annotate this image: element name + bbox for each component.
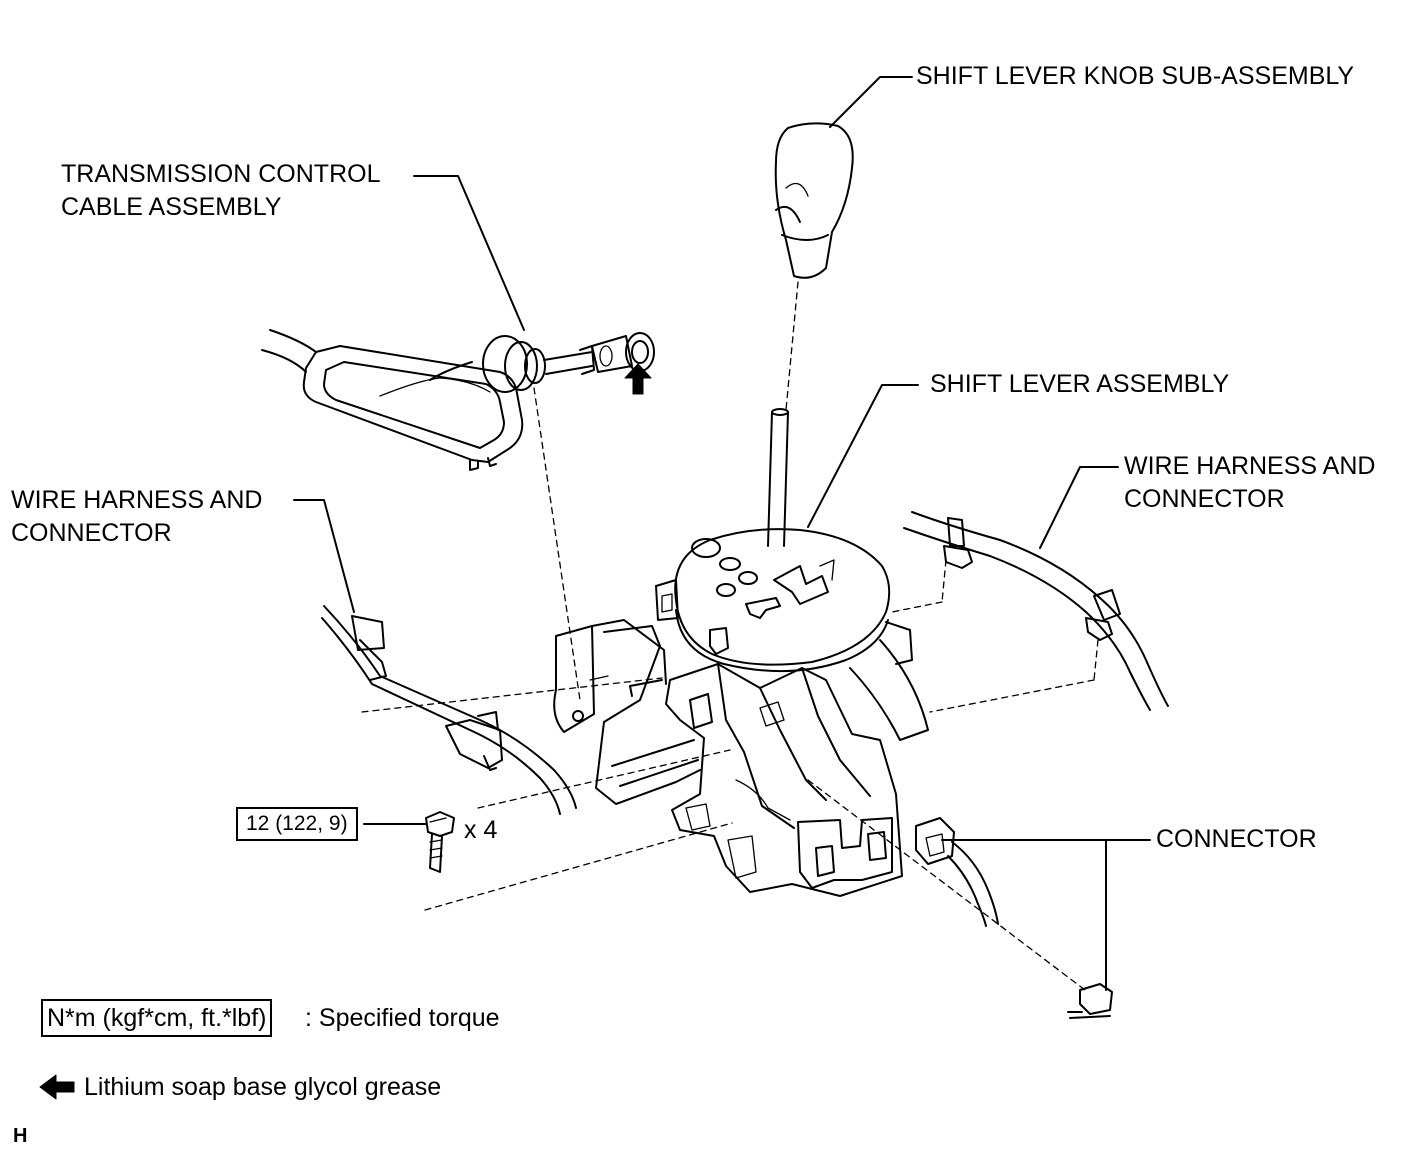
control-cable-drawing bbox=[261, 329, 655, 471]
legend-grease-desc: Lithium soap base glycol grease bbox=[84, 1073, 442, 1101]
label-connector: CONNECTOR bbox=[1156, 825, 1317, 853]
alignment-dashes bbox=[361, 281, 1099, 991]
label-knob: SHIFT LEVER KNOB SUB-ASSEMBLY bbox=[916, 62, 1355, 90]
bolt-quantity: x 4 bbox=[464, 816, 498, 844]
corner-mark: H bbox=[13, 1125, 28, 1147]
torque-value-box: 12 (122, 9) bbox=[236, 807, 358, 841]
label-shift-lever: SHIFT LEVER ASSEMBLY bbox=[930, 370, 1230, 398]
legend-grease-arrow-icon bbox=[39, 1074, 75, 1100]
leader-lines bbox=[293, 76, 1151, 991]
legend-torque-desc: : Specified torque bbox=[305, 1004, 500, 1032]
bolt-icon bbox=[425, 811, 455, 873]
label-harness-right: WIRE HARNESS AND CONNECTOR bbox=[1124, 452, 1376, 513]
connector-drawing bbox=[915, 817, 1113, 1019]
left-harness-drawing bbox=[321, 605, 577, 815]
right-harness-drawing bbox=[903, 511, 1169, 711]
legend-torque-unit-box: N*m (kgf*cm, ft.*lbf) bbox=[41, 999, 273, 1037]
label-harness-left: WIRE HARNESS AND CONNECTOR bbox=[11, 486, 263, 547]
shift-lever-assembly-drawing bbox=[553, 408, 929, 897]
grease-arrow-icon bbox=[624, 363, 652, 395]
label-control-cable: TRANSMISSION CONTROL CABLE ASSEMBLY bbox=[61, 160, 381, 221]
shift-knob-drawing bbox=[774, 122, 854, 279]
